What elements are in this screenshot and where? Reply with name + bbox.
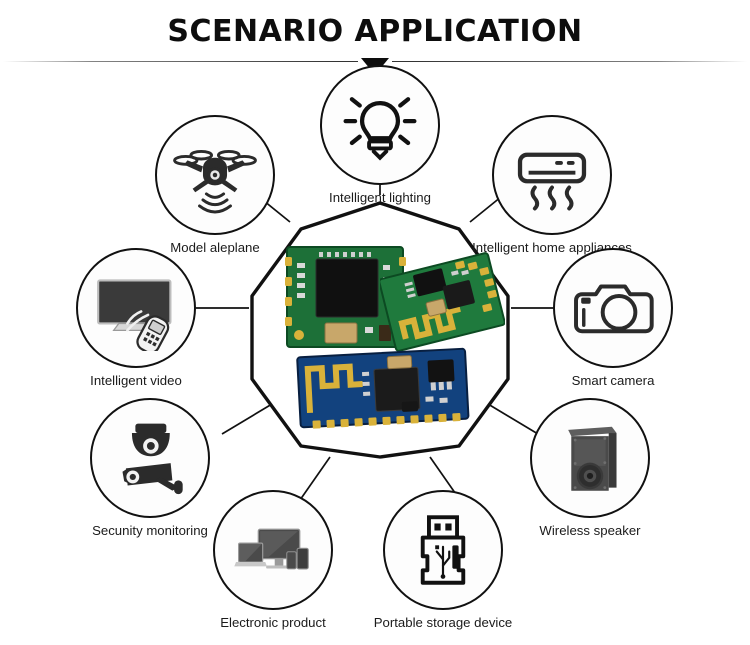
center-decagon: [245, 195, 515, 465]
node-circle[interactable]: [213, 490, 333, 610]
node-circle[interactable]: [553, 248, 673, 368]
node-intelligent-video[interactable]: Intelligent video: [76, 248, 196, 388]
node-label: Wireless speaker: [539, 523, 641, 538]
node-secunity-monitoring[interactable]: Secunity monitoring: [90, 398, 210, 538]
camera-icon: [574, 284, 654, 334]
green-antenna-module: [380, 252, 505, 352]
node-portable-storage-device[interactable]: Portable storage device: [374, 490, 512, 630]
usb-drive-icon: [420, 515, 466, 585]
node-circle[interactable]: [90, 398, 210, 518]
node-intelligent-lighting[interactable]: Intelligent lighting: [320, 65, 440, 205]
node-model-aleplane[interactable]: Model aleplane: [155, 115, 275, 255]
page-title: SCENARIO APPLICATION: [167, 14, 583, 49]
node-label: Portable storage device: [373, 615, 513, 630]
air-conditioner-icon: [517, 152, 587, 211]
green-square-module: [285, 246, 406, 348]
node-label: Smart camera: [571, 373, 655, 388]
node-circle[interactable]: [155, 115, 275, 235]
node-circle[interactable]: [492, 115, 612, 235]
node-label: Intelligent lighting: [329, 190, 431, 205]
drone-icon: [173, 149, 257, 214]
lightbulb-icon: [343, 97, 417, 161]
node-label: Electronic product: [220, 615, 326, 630]
blue-antenna-module: [296, 347, 470, 429]
node-circle[interactable]: [76, 248, 196, 368]
speaker-icon: [568, 426, 617, 491]
pcb-module-group: [245, 195, 515, 465]
cctv-camera-icon: [122, 423, 183, 495]
tv-remote-icon: [97, 279, 172, 351]
node-wireless-speaker[interactable]: Wireless speaker: [530, 398, 650, 538]
devices-icon: [234, 528, 309, 570]
node-label: Intelligent video: [90, 373, 182, 388]
node-label: Secunity monitoring: [92, 523, 208, 538]
node-circle[interactable]: [320, 65, 440, 185]
node-electronic-product[interactable]: Electronic product: [213, 490, 333, 630]
node-label: Model aleplane: [170, 240, 260, 255]
node-circle[interactable]: [530, 398, 650, 518]
node-circle[interactable]: [383, 490, 503, 610]
node-intelligent-home-appliances[interactable]: Intelligent home appliances: [472, 115, 632, 255]
node-smart-camera[interactable]: Smart camera: [553, 248, 673, 388]
